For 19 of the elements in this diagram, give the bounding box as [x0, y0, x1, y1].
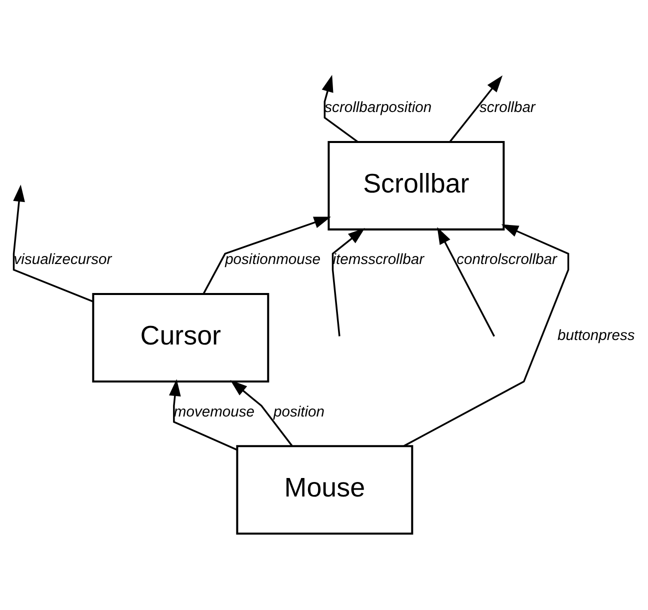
edge-label: positionmouse — [225, 252, 320, 268]
node-box: Mouse — [236, 445, 414, 535]
arrow — [437, 227, 495, 337]
edge-label: scrollbar — [479, 100, 536, 116]
node-box: Cursor — [92, 293, 270, 383]
arrow — [404, 224, 570, 447]
edge-label: itemsscrollbar — [332, 252, 424, 268]
edge-label: buttonpress — [558, 328, 635, 344]
arrow — [230, 380, 293, 446]
arrow — [202, 216, 331, 294]
node-box: Scrollbar — [328, 140, 505, 230]
arrow — [450, 75, 503, 142]
edge-label: scrollbarposition — [324, 100, 432, 116]
arrow — [12, 184, 94, 302]
edge-label: position — [274, 404, 325, 420]
edge-label: visualizecursor — [14, 252, 112, 268]
edge-label: controlscrollbar — [456, 252, 557, 268]
arrow — [332, 228, 365, 336]
arrow — [322, 74, 358, 142]
